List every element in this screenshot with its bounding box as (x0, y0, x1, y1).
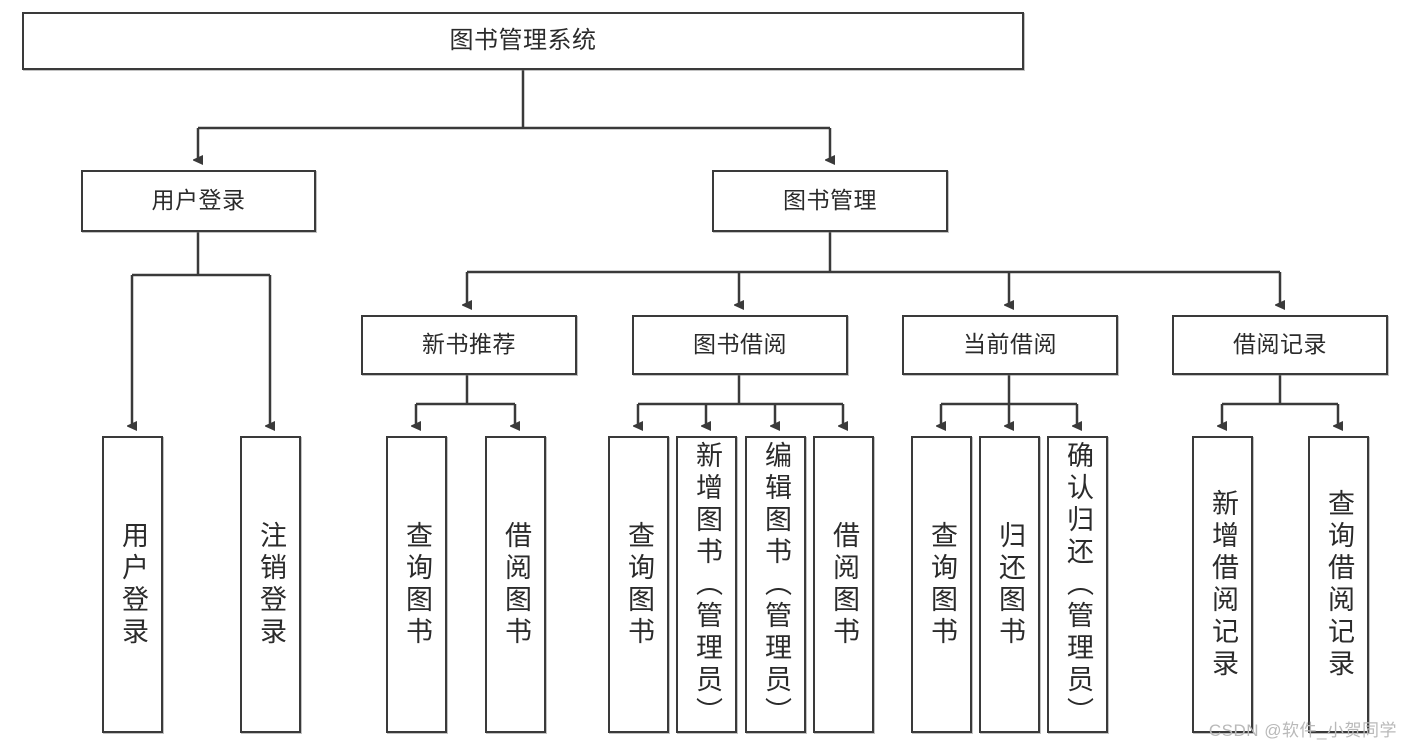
node-label: 查询借阅记录 (1324, 488, 1354, 681)
node-book-borrow[interactable]: 图书借阅 (632, 315, 848, 375)
node-new-book-recommend[interactable]: 新书推荐 (361, 315, 577, 375)
node-leaf-query-book-current[interactable]: 查询图书 (911, 436, 972, 733)
node-label: 查询图书 (927, 520, 957, 649)
node-leaf-edit-book-admin[interactable]: 编辑图书（管理员） (745, 436, 806, 733)
node-label: 编辑图书（管理员） (761, 440, 791, 729)
node-label: 图书借阅 (693, 331, 787, 358)
node-label: 借阅图书 (829, 520, 859, 649)
node-leaf-query-borrow-record[interactable]: 查询借阅记录 (1308, 436, 1369, 733)
node-leaf-query-book-borrow[interactable]: 查询图书 (608, 436, 669, 733)
node-leaf-confirm-return-admin[interactable]: 确认归还（管理员） (1047, 436, 1108, 733)
node-root-system[interactable]: 图书管理系统 (22, 12, 1024, 70)
node-borrow-record[interactable]: 借阅记录 (1172, 315, 1388, 375)
node-user-login[interactable]: 用户登录 (81, 170, 316, 232)
node-label: 用户登录 (151, 187, 246, 214)
node-label: 新增借阅记录 (1208, 488, 1238, 681)
node-leaf-user-login[interactable]: 用户登录 (102, 436, 163, 733)
node-label: 归还图书 (995, 520, 1025, 649)
node-leaf-add-borrow-record[interactable]: 新增借阅记录 (1192, 436, 1253, 733)
node-leaf-add-book-admin[interactable]: 新增图书（管理员） (676, 436, 737, 733)
node-leaf-query-book-recommend[interactable]: 查询图书 (386, 436, 447, 733)
node-label: 查询图书 (402, 520, 432, 649)
node-label: 注销登录 (256, 520, 286, 649)
node-label: 确认归还（管理员） (1063, 440, 1093, 729)
node-label: 图书管理系统 (449, 26, 597, 54)
node-label: 新增图书（管理员） (692, 440, 722, 729)
node-label: 查询图书 (624, 520, 654, 649)
node-leaf-return-book[interactable]: 归还图书 (979, 436, 1040, 733)
node-current-borrow[interactable]: 当前借阅 (902, 315, 1118, 375)
node-book-management[interactable]: 图书管理 (712, 170, 948, 232)
node-label: 当前借阅 (963, 331, 1057, 358)
node-leaf-borrow-book-recommend[interactable]: 借阅图书 (485, 436, 546, 733)
node-label: 新书推荐 (422, 331, 516, 358)
watermark: CSDN @软件_小贺同学 (1208, 721, 1397, 740)
node-leaf-logout[interactable]: 注销登录 (240, 436, 301, 733)
node-leaf-borrow-book[interactable]: 借阅图书 (813, 436, 874, 733)
node-label: 图书管理 (783, 187, 877, 214)
node-label: 借阅记录 (1233, 331, 1327, 358)
node-label: 借阅图书 (501, 520, 531, 649)
node-label: 用户登录 (118, 520, 148, 649)
